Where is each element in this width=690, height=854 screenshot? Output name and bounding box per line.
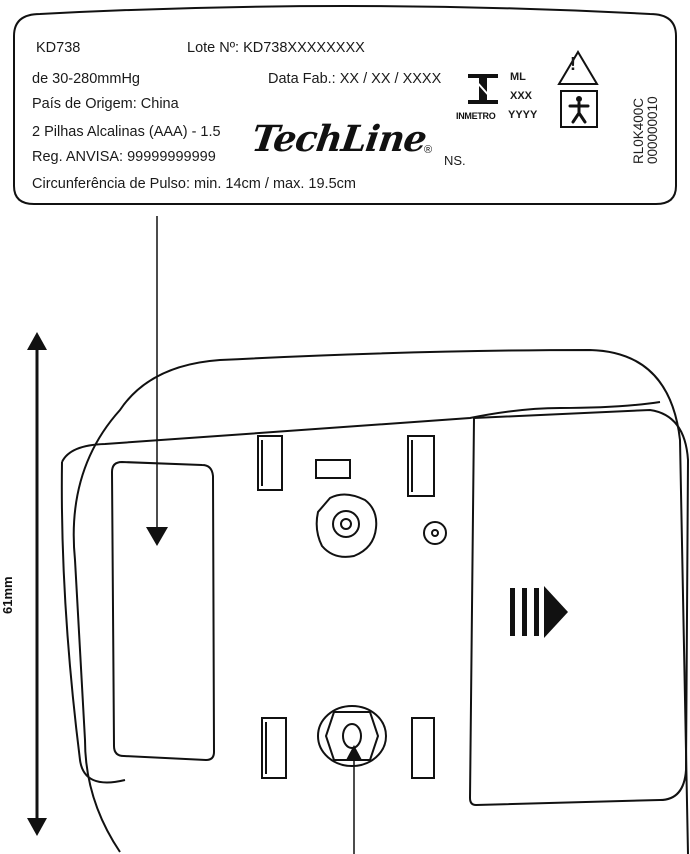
battery-cover	[468, 408, 690, 807]
label-card	[13, 5, 677, 205]
knob	[315, 493, 378, 558]
cert-xxx: XXX	[510, 90, 533, 102]
inmetro-logo-icon	[468, 74, 498, 104]
cert-yyyy: YYYY	[508, 109, 538, 121]
battery-spec: 2 Pilhas Alcalinas (AAA) - 1.5	[32, 124, 221, 140]
slot-top	[315, 459, 351, 479]
country-of-origin: País de Origem: China	[32, 96, 179, 112]
warning-triangle-icon	[557, 50, 599, 85]
bf-applied-part-icon	[560, 90, 598, 128]
model-label: KD738	[36, 40, 81, 56]
clip-top-left	[257, 435, 283, 491]
label-pointer-arrow	[146, 216, 168, 546]
anvisa-registration: Reg. ANVISA: 99999999999	[32, 149, 216, 165]
device-body	[60, 348, 690, 854]
pressure-range: de 30-280mmHg	[32, 71, 140, 87]
brand-logo: TechLine	[249, 118, 429, 160]
manufacture-date: Data Fab.: XX / XX / XXXX	[268, 71, 442, 87]
clip-bottom-left	[261, 717, 287, 779]
clip-top-right	[407, 435, 435, 497]
air-connector	[317, 705, 387, 767]
code-line-1: RL0K400C	[631, 97, 646, 164]
wrist-circumference: Circunferência de Pulso: min. 14cm / max…	[32, 176, 356, 192]
serial-number-label: NS.	[444, 153, 466, 168]
cert-ml: ML	[510, 71, 526, 83]
registered-mark: ®	[424, 144, 433, 156]
inmetro-label: INMETRO	[456, 111, 496, 121]
lot-number: Lote Nº: KD738XXXXXXXX	[187, 40, 365, 56]
connector-pointer-arrow	[346, 745, 362, 854]
small-port	[423, 521, 447, 545]
warning-symbol: !	[570, 54, 576, 74]
mount-features	[257, 435, 447, 779]
dimension-arrow	[27, 332, 47, 836]
clip-bottom-right	[411, 717, 435, 779]
slide-open-arrow-icon	[510, 586, 568, 638]
display-window	[110, 460, 216, 762]
height-dimension-label: 61mm	[0, 576, 15, 614]
code-line-2: 000000010	[645, 96, 660, 164]
